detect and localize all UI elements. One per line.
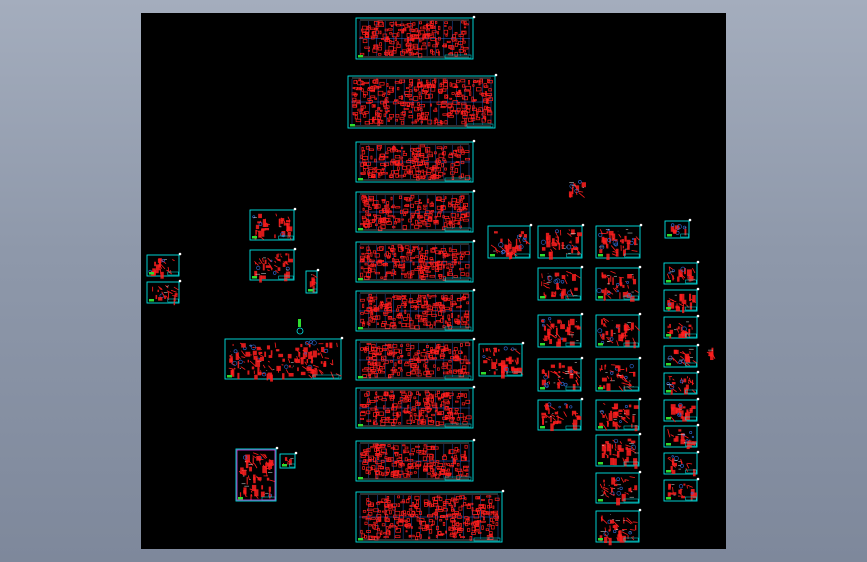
detail-sheet[interactable] (487, 223, 533, 260)
detail-sheet[interactable] (595, 223, 643, 260)
detail-sheet[interactable] (663, 314, 700, 339)
detail-sheet[interactable] (249, 247, 297, 283)
left-detail-sheets (146, 207, 344, 502)
detail-sheet[interactable] (146, 252, 182, 279)
floor-plan-sheet[interactable] (355, 139, 476, 183)
detail-sheet[interactable] (249, 207, 297, 241)
floor-plan-sheet[interactable] (355, 189, 476, 233)
detail-sheet[interactable] (663, 423, 700, 450)
detail-sheet[interactable] (235, 446, 279, 502)
cad-drawing-viewport[interactable] (141, 13, 726, 549)
detail-sheet[interactable] (595, 508, 642, 546)
detail-sheet[interactable] (663, 450, 700, 477)
right-detail-sheets (478, 180, 716, 546)
detail-sheet[interactable] (224, 336, 344, 382)
detail-sheet[interactable] (664, 218, 692, 239)
detail-sheet[interactable] (663, 343, 700, 368)
drawing-canvas (146, 15, 716, 546)
detail-sheet[interactable] (663, 287, 700, 314)
annotation-cluster (706, 347, 716, 361)
floor-plan-sheet[interactable] (355, 385, 476, 429)
detail-sheet[interactable] (595, 265, 642, 302)
detail-sheet[interactable] (595, 397, 642, 432)
detail-sheet[interactable] (537, 223, 585, 260)
detail-sheet[interactable] (537, 397, 584, 432)
detail-sheet[interactable] (595, 356, 642, 392)
detail-sheet[interactable] (663, 477, 700, 502)
floor-plan-sheet[interactable] (355, 15, 476, 60)
detail-sheet[interactable] (663, 397, 700, 423)
detail-sheet[interactable] (537, 265, 584, 301)
detail-sheet[interactable] (663, 260, 700, 285)
floor-plan-sheet[interactable] (355, 337, 476, 381)
detail-sheet[interactable] (146, 279, 182, 306)
floor-plan-sheet[interactable] (347, 73, 498, 129)
detail-sheet[interactable] (595, 470, 642, 506)
floor-plan-sheet[interactable] (355, 239, 476, 283)
annotation-cluster (568, 180, 586, 198)
detail-sheet[interactable] (595, 312, 642, 349)
detail-sheet[interactable] (478, 341, 525, 379)
main-column-sheets (347, 15, 505, 543)
detail-sheet[interactable] (663, 370, 700, 395)
detail-sheet[interactable] (279, 451, 298, 469)
floor-plan-sheet[interactable] (355, 438, 476, 482)
detail-sheet[interactable] (305, 268, 320, 294)
floor-plan-sheet[interactable] (355, 489, 505, 543)
detail-sheet[interactable] (537, 356, 584, 392)
detail-sheet[interactable] (537, 312, 584, 348)
floor-plan-sheet[interactable] (355, 288, 476, 332)
detail-sheet[interactable] (595, 432, 642, 469)
